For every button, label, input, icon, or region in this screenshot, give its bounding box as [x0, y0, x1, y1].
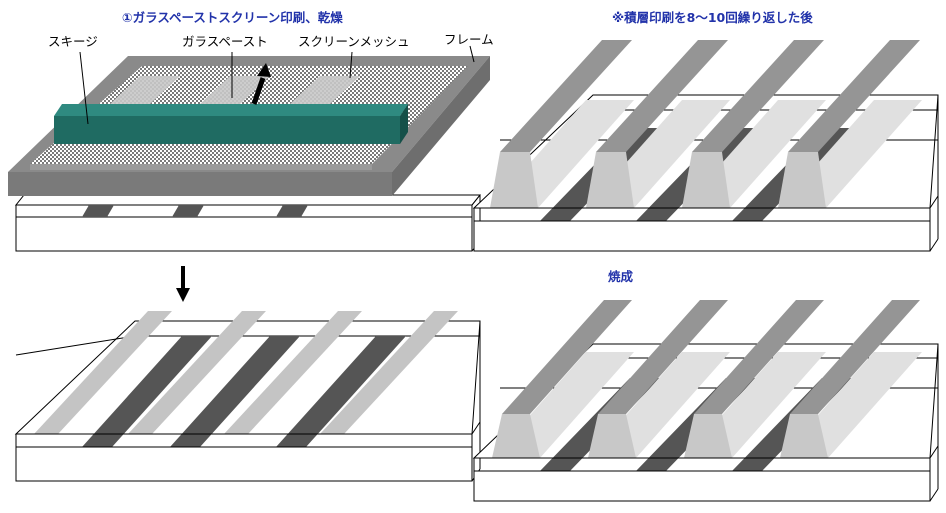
arrow-down-icon	[176, 266, 190, 302]
substrate	[14, 194, 482, 252]
caption-step1: ①ガラスペーストスクリーン印刷、乾燥	[122, 10, 343, 25]
ribs-stacked	[490, 40, 922, 208]
ribs-fired	[492, 300, 922, 458]
leader-screen-mesh	[349, 51, 353, 79]
panel-after-print	[14, 311, 481, 482]
caption-repeat: ※積層印刷を8～10回繰り返した後	[612, 10, 813, 25]
leader-squeegee	[79, 51, 89, 125]
panel-stacked	[472, 40, 939, 252]
squeegee	[54, 104, 408, 144]
caption-firing: 焼成	[608, 269, 634, 284]
label-screen-mesh: スクリーンメッシュ	[298, 34, 410, 49]
label-squeegee: スキージ	[48, 34, 98, 49]
panel-fired	[472, 300, 939, 502]
label-glass-paste: ガラスペースト	[182, 34, 268, 49]
panel-screen-printing: スキージ ガラスペースト スクリーンメッシュ フレーム	[8, 32, 494, 252]
electrodes	[82, 205, 308, 217]
label-frame: フレーム	[444, 32, 494, 47]
arrow-up-icon	[251, 63, 271, 105]
leader-frame	[469, 45, 475, 63]
